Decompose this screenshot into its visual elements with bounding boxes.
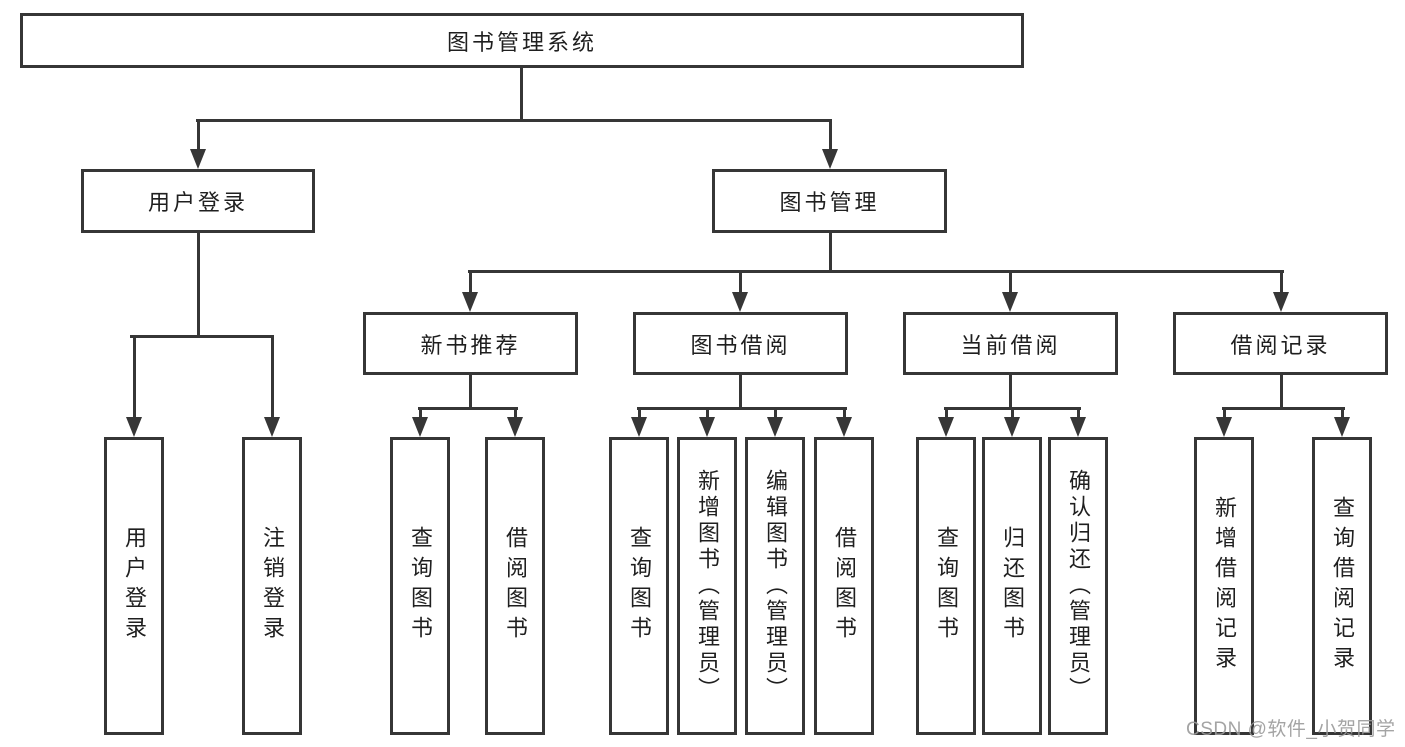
node-borrowing-records: 借阅记录 [1173,312,1388,375]
leaf-label: 确认归还（管理员） [1066,469,1091,703]
leaf-label: 查询图书 [934,526,959,646]
connector-line [774,407,777,417]
leaf-label: 归还图书 [1000,526,1025,646]
leaf-return-books: 归还图书 [982,437,1042,735]
leaf-add-borrow-record: 新增借阅记录 [1194,437,1254,735]
leaf-edit-books-admin: 编辑图书（管理员） [745,437,805,735]
connector-line [418,407,518,410]
connector-line [1222,407,1345,410]
arrowhead-down [767,417,783,437]
connector-line [514,407,517,417]
connector-line [1280,270,1283,292]
node-current-borrowing: 当前借阅 [903,312,1118,375]
node-library-system: 图书管理系统 [20,13,1024,68]
connector-line [945,407,948,417]
leaf-user-login: 用户登录 [104,437,164,735]
arrowhead-down [631,417,647,437]
connector-line [130,335,274,338]
node-user-login: 用户登录 [81,169,315,233]
watermark: CSDN @软件_小贺同学 [1186,719,1396,740]
leaf-label: 查询图书 [408,526,433,646]
leaf-label: 借阅图书 [832,526,857,646]
leaf-label: 编辑图书（管理员） [763,469,788,703]
arrowhead-down [1334,417,1350,437]
arrowhead-down [1273,292,1289,312]
leaf-add-books-admin: 新增图书（管理员） [677,437,737,735]
connector-line [1077,407,1080,417]
leaf-label: 查询借阅记录 [1330,496,1355,676]
arrowhead-down [264,417,280,437]
arrowhead-down [836,417,852,437]
connector-line [1223,407,1226,417]
leaf-query-books: 查询图书 [390,437,450,735]
arrowhead-down [190,149,206,169]
leaf-label: 借阅图书 [503,526,528,646]
leaf-label: 新增借阅记录 [1212,496,1237,676]
arrowhead-down [412,417,428,437]
arrowhead-down [938,417,954,437]
leaf-query-borrow-record: 查询借阅记录 [1312,437,1372,735]
arrowhead-down [699,417,715,437]
connector-line [739,270,742,292]
connector-line [197,119,200,149]
connector-line [197,233,200,337]
arrowhead-down [1004,417,1020,437]
connector-line [468,270,1284,273]
connector-line [419,407,422,417]
leaf-confirm-return-admin: 确认归还（管理员） [1048,437,1108,735]
leaf-logout: 注销登录 [242,437,302,735]
connector-line [196,119,832,122]
leaf-query-books: 查询图书 [609,437,669,735]
connector-line [1341,407,1344,417]
connector-line [1009,375,1012,410]
connector-line [638,407,641,417]
leaf-borrow-books: 借阅图书 [485,437,545,735]
connector-line [520,68,523,120]
arrowhead-down [1216,417,1232,437]
connector-line [706,407,709,417]
node-book-management: 图书管理 [712,169,947,233]
arrowhead-down [462,292,478,312]
arrowhead-down [1070,417,1086,437]
connector-line [843,407,846,417]
arrowhead-down [732,292,748,312]
leaf-label: 新增图书（管理员） [695,469,720,703]
connector-line [1009,270,1012,292]
arrowhead-down [1002,292,1018,312]
node-new-book-recommend: 新书推荐 [363,312,578,375]
leaf-borrow-books: 借阅图书 [814,437,874,735]
connector-line [133,335,136,417]
connector-line [1280,375,1283,410]
connector-line [829,233,832,273]
connector-line [829,119,832,149]
leaf-label: 用户登录 [122,526,147,646]
arrowhead-down [126,417,142,437]
leaf-label: 查询图书 [627,526,652,646]
connector-line [1011,407,1014,417]
leaf-query-books: 查询图书 [916,437,976,735]
connector-line [739,375,742,410]
leaf-label: 注销登录 [260,526,285,646]
node-book-borrowing: 图书借阅 [633,312,848,375]
connector-line [637,407,847,410]
connector-line [469,375,472,410]
arrowhead-down [822,149,838,169]
connector-line [469,270,472,292]
connector-line [271,335,274,417]
arrowhead-down [507,417,523,437]
